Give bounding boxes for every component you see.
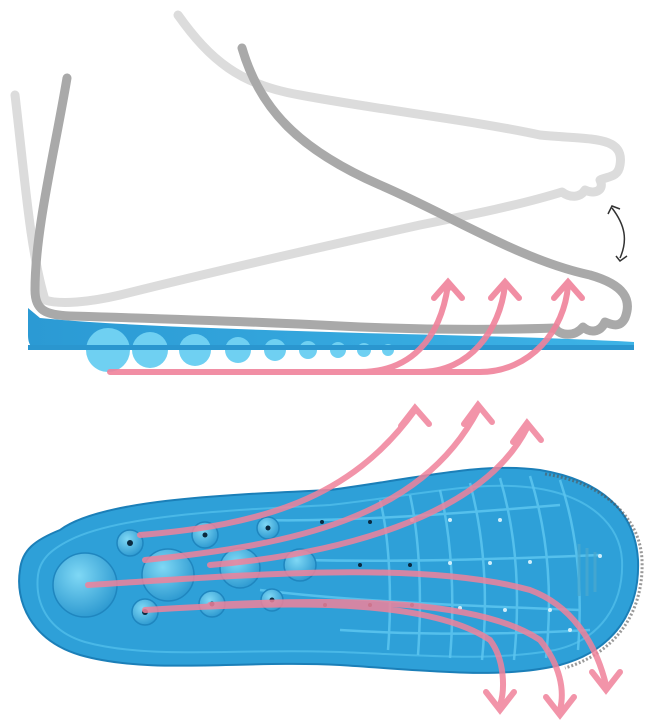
- airflow-arrowheads: [434, 282, 582, 298]
- top-view-panel: [19, 405, 642, 715]
- flex-motion-arrow-icon: [608, 206, 627, 261]
- side-view-panel: [15, 15, 634, 372]
